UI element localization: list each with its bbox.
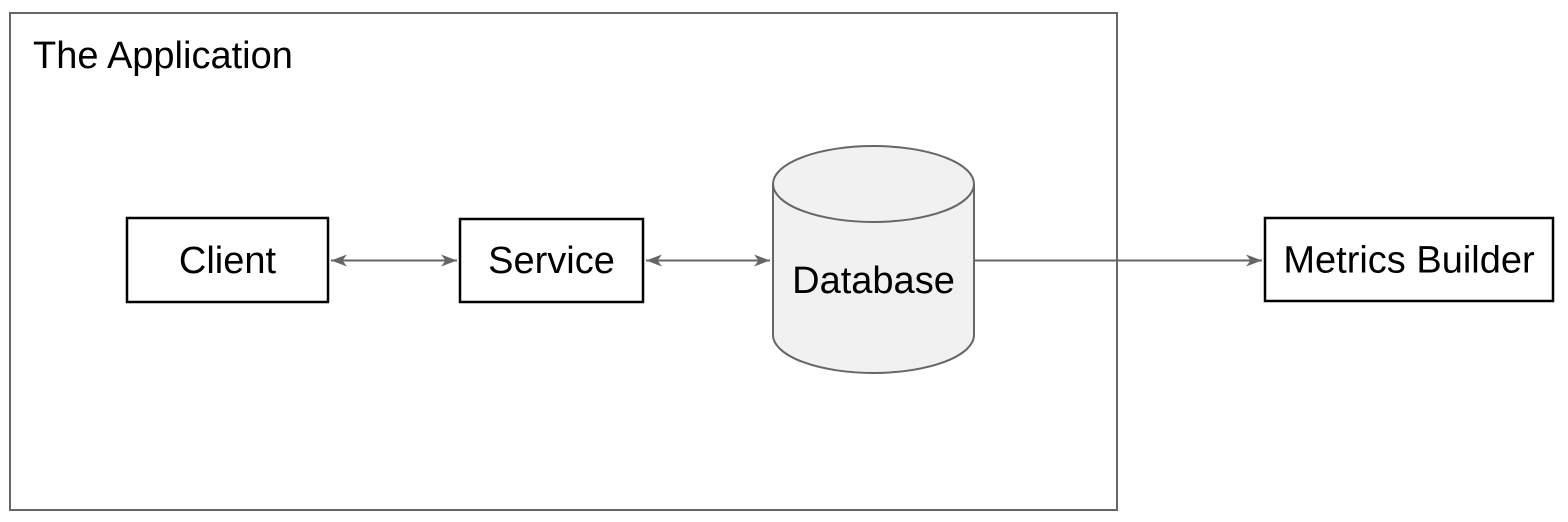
- node-metrics-builder-box: [1263, 216, 1555, 303]
- database-cylinder-shape: [772, 145, 975, 374]
- node-client: Client: [125, 216, 330, 304]
- node-service: Service: [458, 217, 645, 304]
- node-metrics-builder: Metrics Builder: [1263, 216, 1555, 303]
- node-metrics-builder-label: Metrics Builder: [1283, 240, 1535, 282]
- node-client-label: Client: [179, 240, 277, 282]
- database-cylinder-top-arc: [772, 183, 975, 223]
- node-client-box: [125, 216, 330, 304]
- node-service-label: Service: [488, 240, 615, 282]
- node-service-box: [458, 217, 645, 304]
- node-database-label: Database: [792, 260, 955, 302]
- application-container-label: The Application: [33, 35, 293, 77]
- node-database: Database: [772, 145, 975, 374]
